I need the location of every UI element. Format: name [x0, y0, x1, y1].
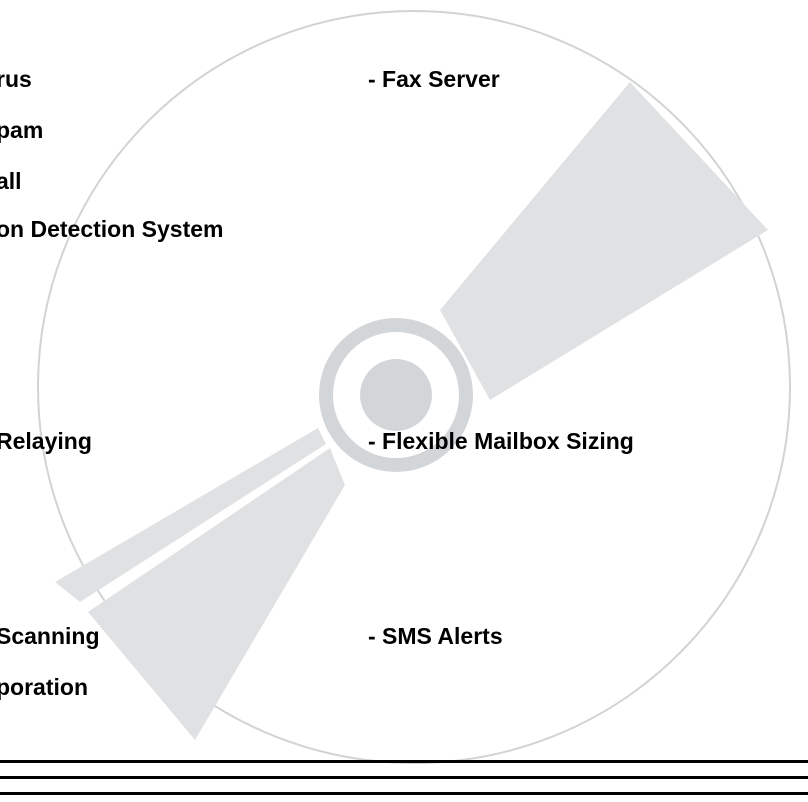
horizontal-rule-middle [0, 776, 808, 779]
feature-left-firewall: all [0, 168, 22, 194]
feature-left-scanning: Scanning [0, 623, 100, 649]
horizontal-rule-top [0, 760, 808, 763]
feature-left-intrusion-detection: on Detection System [0, 216, 224, 242]
disc-hub-center [360, 359, 432, 431]
feature-right-fax-server: - Fax Server [368, 66, 500, 92]
feature-left-corporation: poration [0, 674, 88, 700]
disc-reflection-lower [88, 448, 345, 740]
horizontal-rule-bottom [0, 792, 808, 795]
feature-left-antivirus: rus [0, 66, 32, 92]
feature-right-mailbox-sizing: - Flexible Mailbox Sizing [368, 428, 634, 454]
feature-left-antispam: pam [0, 117, 44, 143]
disc-reflection-upper [440, 82, 768, 400]
feature-left-relaying: Relaying [0, 428, 92, 454]
disc-reflection-thin [55, 428, 326, 602]
feature-right-sms-alerts: - SMS Alerts [368, 623, 503, 649]
